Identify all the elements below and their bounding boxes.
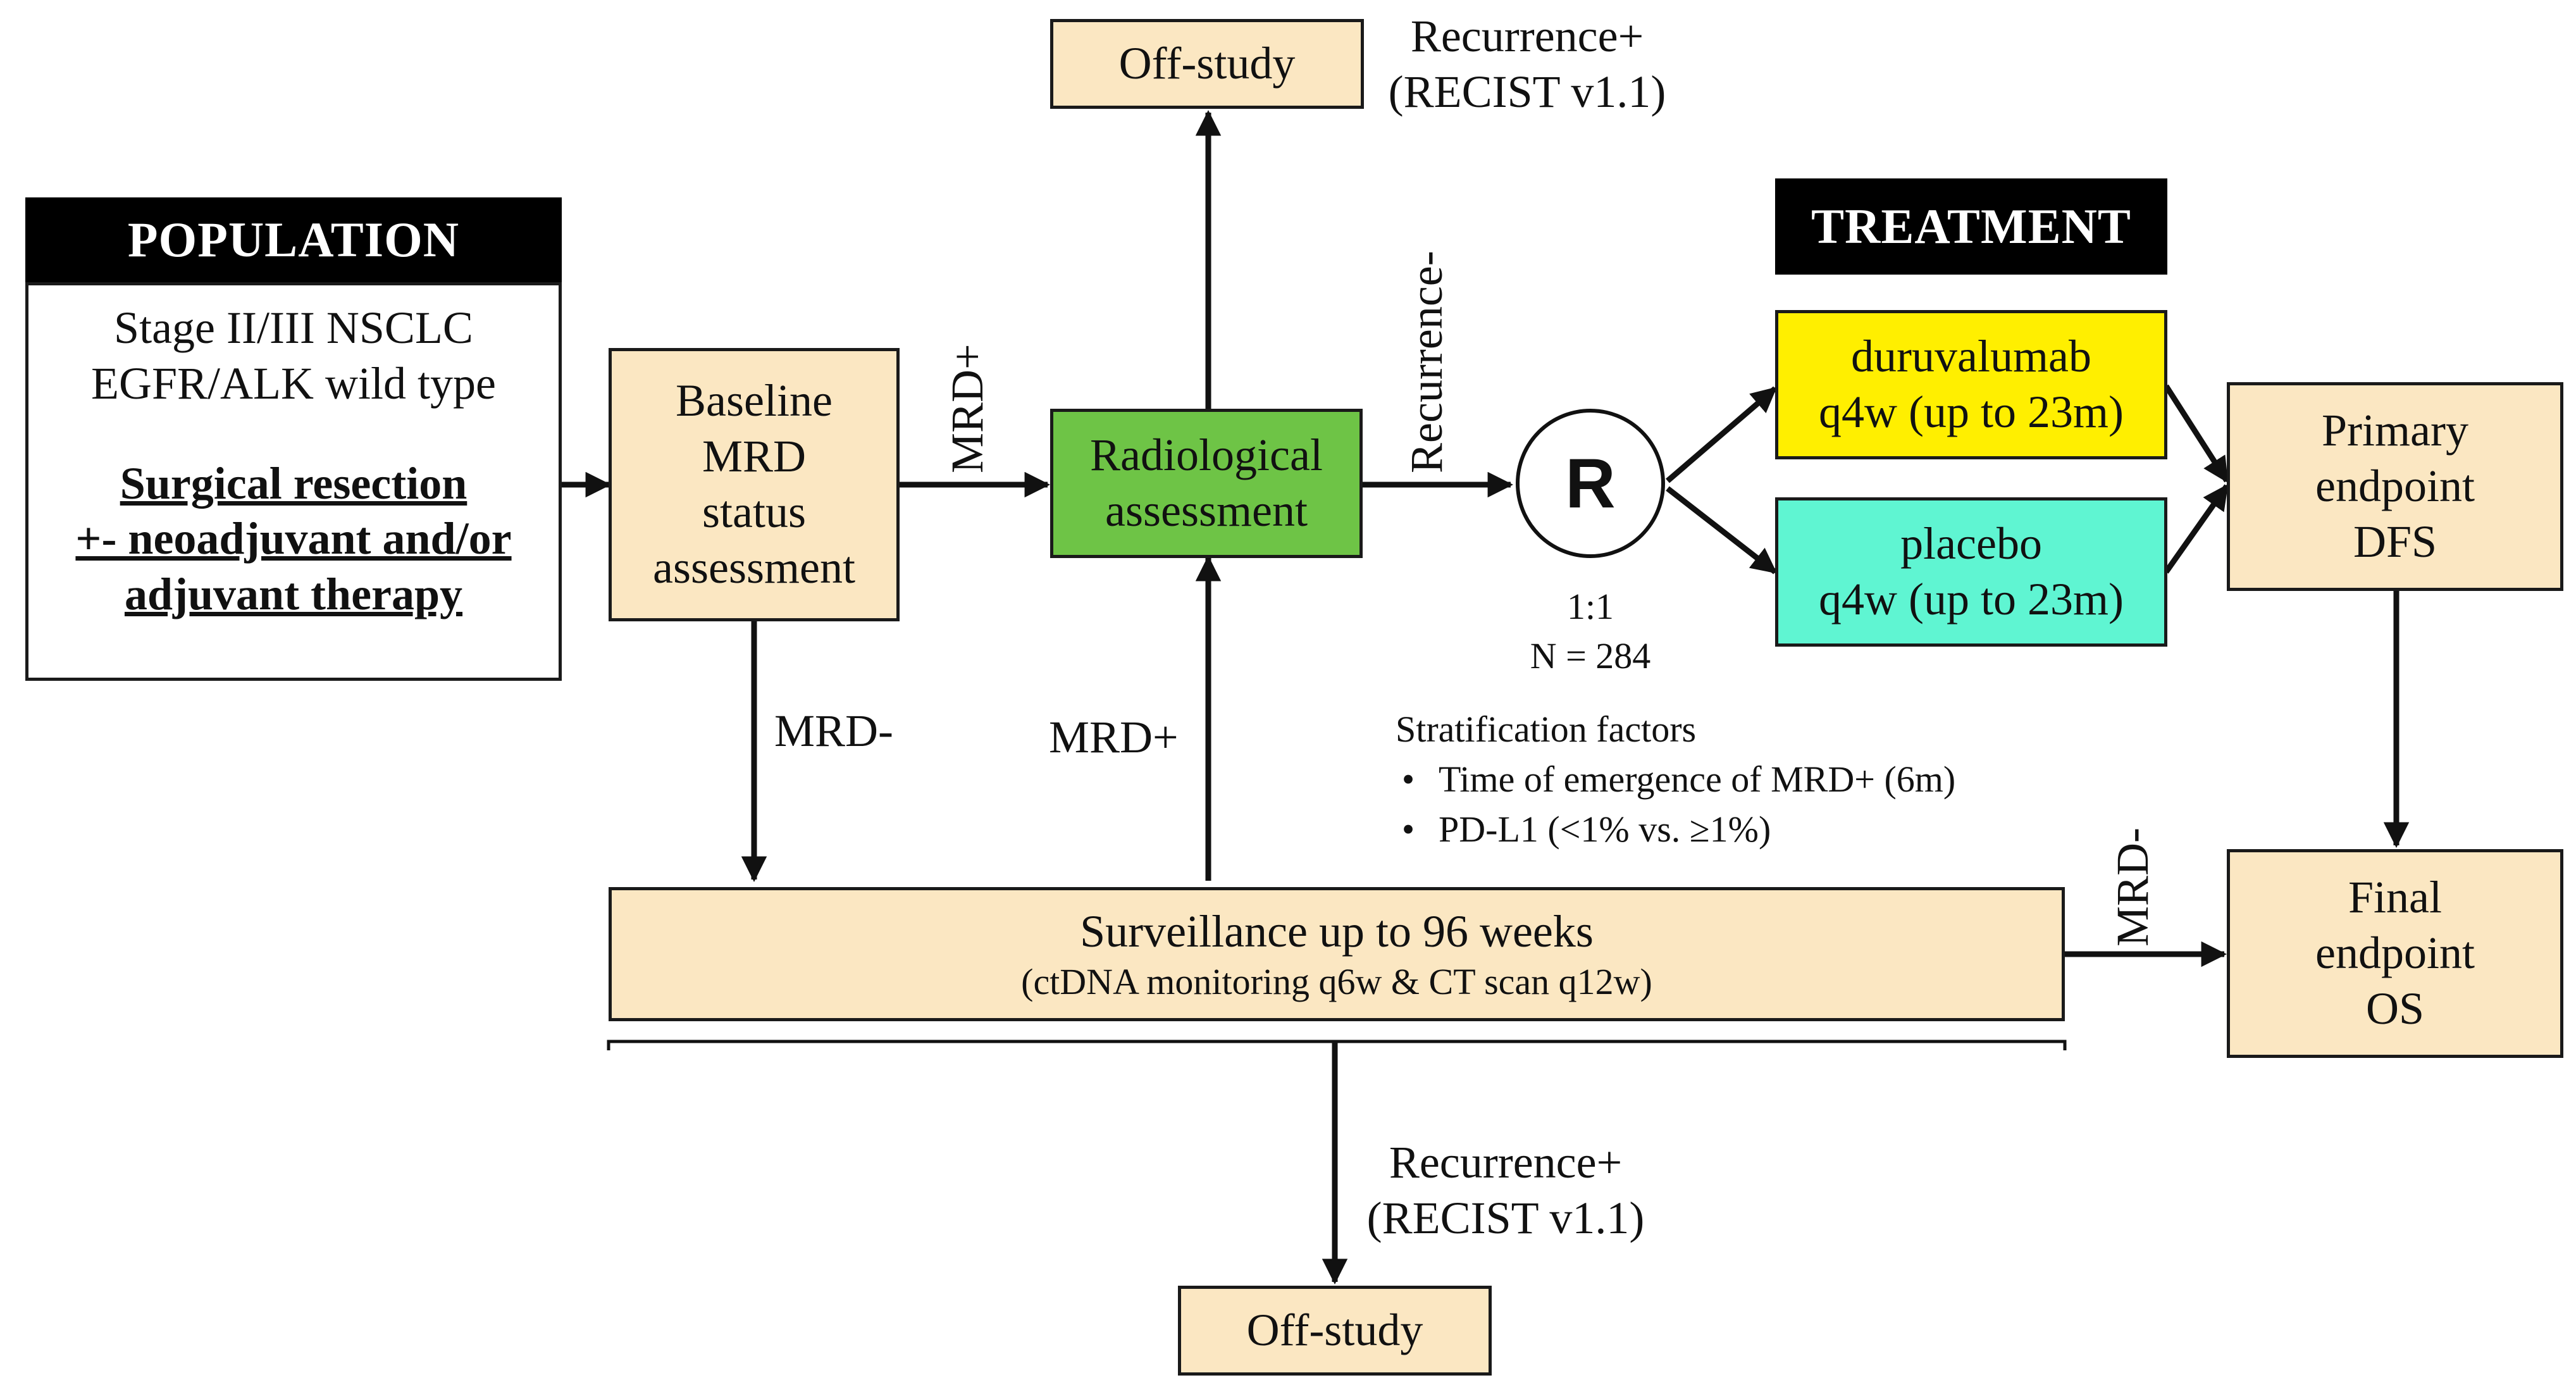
mrd-minus-down-label: MRD- bbox=[774, 705, 894, 756]
recurrence-bottom-line2: (RECIST v1.1) bbox=[1366, 1192, 1645, 1243]
placebo-arm-box: placebo q4w (up to 23m) bbox=[1775, 497, 2167, 647]
recurrence-top-line2: (RECIST v1.1) bbox=[1388, 66, 1666, 117]
offstudy-bottom-label: Off-study bbox=[1246, 1305, 1423, 1356]
stratification-item: • Time of emergence of MRD+ (6m) bbox=[1396, 755, 1955, 805]
offstudy-top-box: Off-study bbox=[1050, 19, 1364, 109]
placebo-drug: placebo bbox=[1900, 518, 2042, 569]
baseline-line1: Baseline bbox=[676, 375, 833, 426]
mrd-plus-top-label: MRD+ bbox=[942, 344, 993, 473]
recurrence-top-line1: Recurrence+ bbox=[1410, 11, 1644, 61]
arrow-duruvalumab-to-primary bbox=[2164, 384, 2229, 483]
primary-line1: Primary bbox=[2322, 405, 2468, 456]
baseline-box: Baseline MRD status assessment bbox=[609, 348, 900, 621]
final-endpoint-box: Final endpoint OS bbox=[2227, 849, 2563, 1058]
population-stage: Stage II/III NSCLC bbox=[114, 302, 473, 353]
surveillance-title: Surveillance up to 96 weeks bbox=[1080, 905, 1594, 957]
placebo-schedule: q4w (up to 23m) bbox=[1819, 574, 2124, 625]
final-line1: Final bbox=[2348, 872, 2442, 923]
randomization-stats: 1:1 N = 284 bbox=[1495, 582, 1685, 681]
randomization-n: N = 284 bbox=[1530, 635, 1651, 677]
population-surgery: Surgical resection bbox=[120, 457, 468, 509]
stratification-bullet: • bbox=[1401, 758, 1415, 800]
stratification-item-text: Time of emergence of MRD+ (6m) bbox=[1439, 758, 1956, 800]
recurrence-top-label: Recurrence+ (RECIST v1.1) bbox=[1369, 9, 1685, 120]
recurrence-bottom-line1: Recurrence+ bbox=[1389, 1137, 1623, 1188]
baseline-line3: status bbox=[702, 487, 806, 537]
offstudy-bottom-box: Off-study bbox=[1178, 1286, 1492, 1376]
stratification-item: • PD-L1 (<1% vs. ≥1%) bbox=[1396, 805, 1955, 855]
final-line3: OS bbox=[2365, 983, 2425, 1034]
duruvalumab-schedule: q4w (up to 23m) bbox=[1819, 387, 2124, 437]
primary-line2: endpoint bbox=[2315, 461, 2475, 512]
stratification-title: Stratification factors bbox=[1396, 709, 1697, 750]
population-neoadjuvant: +- neoadjuvant and/or bbox=[75, 513, 512, 564]
primary-endpoint-box: Primary endpoint DFS bbox=[2227, 382, 2563, 591]
stratification-factors: Stratification factors • Time of emergen… bbox=[1396, 705, 1955, 855]
randomization-symbol: R bbox=[1565, 444, 1616, 523]
stratification-bullet: • bbox=[1401, 808, 1415, 850]
randomization-circle: R bbox=[1516, 409, 1665, 558]
radiological-line1: Radiological bbox=[1090, 430, 1323, 481]
arrow-placebo-to-primary bbox=[2164, 483, 2229, 574]
randomization-ratio: 1:1 bbox=[1566, 586, 1614, 627]
treatment-header: TREATMENT bbox=[1775, 178, 2167, 275]
radiological-line2: assessment bbox=[1105, 485, 1308, 536]
duruvalumab-arm-box: duruvalumab q4w (up to 23m) bbox=[1775, 310, 2167, 459]
population-mutation: EGFR/ALK wild type bbox=[91, 357, 496, 409]
baseline-line2: MRD bbox=[702, 431, 807, 482]
population-header: POPULATION bbox=[25, 197, 562, 282]
final-line2: endpoint bbox=[2315, 928, 2475, 979]
population-adjuvant: adjuvant therapy bbox=[124, 569, 463, 620]
primary-line3: DFS bbox=[2353, 516, 2437, 567]
recurrence-minus-label: Recurrence- bbox=[1401, 251, 1452, 473]
surveillance-box: Surveillance up to 96 weeks (ctDNA monit… bbox=[609, 887, 2065, 1021]
stratification-item-text: PD-L1 (<1% vs. ≥1%) bbox=[1439, 808, 1771, 850]
offstudy-top-label: Off-study bbox=[1118, 38, 1296, 89]
surveillance-subtitle: (ctDNA monitoring q6w & CT scan q12w) bbox=[1021, 960, 1652, 1002]
population-box: Stage II/III NSCLC EGFR/ALK wild type Su… bbox=[25, 282, 562, 681]
mrd-minus-right-label: MRD- bbox=[2107, 827, 2158, 947]
arrow-randomization-to-placebo bbox=[1666, 486, 1778, 575]
radiological-box: Radiological assessment bbox=[1050, 409, 1363, 558]
recurrence-bottom-label: Recurrence+ (RECIST v1.1) bbox=[1347, 1135, 1664, 1246]
duruvalumab-drug: duruvalumab bbox=[1851, 331, 2091, 382]
arrow-randomization-to-duruvalumab bbox=[1666, 386, 1778, 483]
baseline-line4: assessment bbox=[653, 542, 855, 593]
mrd-plus-up-label: MRD+ bbox=[1049, 712, 1179, 762]
